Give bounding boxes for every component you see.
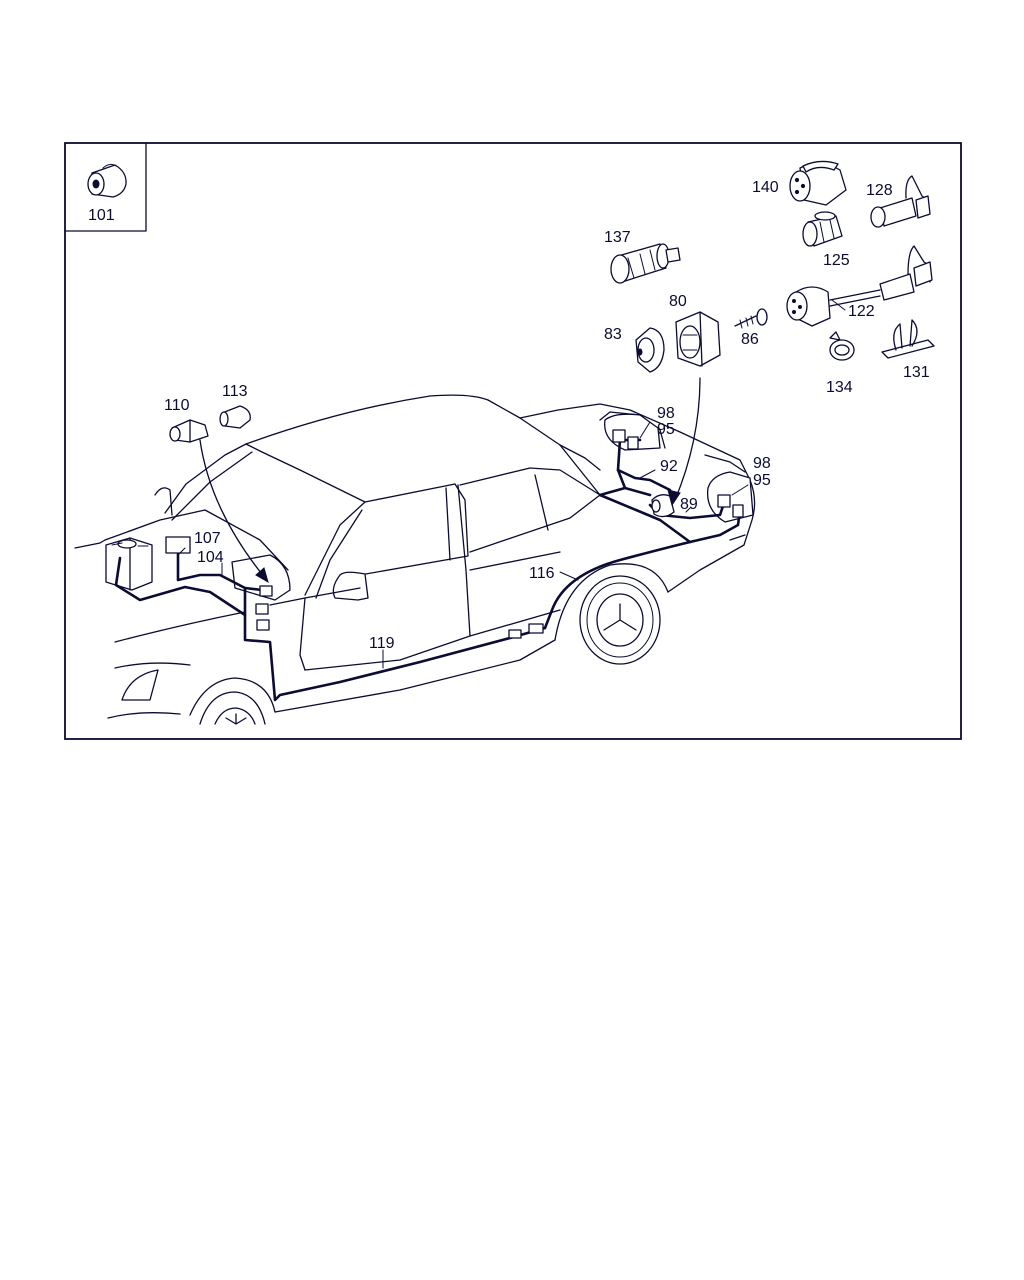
callout-119: 119 xyxy=(369,635,395,652)
part-101-grommet-icon xyxy=(87,163,127,198)
callout-137: 137 xyxy=(604,229,631,246)
harness-116 xyxy=(543,508,742,630)
part-140-plug-socket-icon xyxy=(789,160,847,206)
callout-92: 92 xyxy=(660,458,678,475)
callout-122: 122 xyxy=(848,303,875,320)
part-131-holder-icon xyxy=(881,319,935,359)
part-122-adapter-cable-icon xyxy=(786,245,933,327)
callout-83: 83 xyxy=(604,326,622,343)
callout-104: 104 xyxy=(197,549,224,566)
callout-110: 110 xyxy=(164,397,190,414)
part-83-mounting-plate-icon xyxy=(635,327,665,373)
callout-125: 125 xyxy=(823,252,850,269)
part-113-bulb-icon xyxy=(219,405,251,429)
part-137-cylinder-icon xyxy=(610,243,681,284)
part-128-adapter-icon xyxy=(870,175,931,228)
part-80-socket-housing-icon xyxy=(675,311,721,367)
arrows xyxy=(199,377,701,584)
callout-113: 113 xyxy=(222,383,248,400)
harness-119-main xyxy=(176,550,547,702)
callout-95-rear-left: 95 xyxy=(657,421,675,438)
callout-116: 116 xyxy=(529,565,555,582)
leader-lines xyxy=(177,299,846,669)
callout-140: 140 xyxy=(752,179,779,196)
callout-134: 134 xyxy=(826,379,853,396)
callout-98-rear-right: 98 xyxy=(753,455,771,472)
callout-89: 89 xyxy=(680,496,698,513)
callout-labels: 140 128 137 125 80 122 83 86 134 131 110… xyxy=(164,179,930,652)
loose-parts xyxy=(169,160,935,443)
callout-95-rear-right: 95 xyxy=(753,472,771,489)
callout-107: 107 xyxy=(194,530,221,547)
connector-107 xyxy=(165,536,191,554)
callout-131: 131 xyxy=(903,364,930,381)
callout-128: 128 xyxy=(866,182,893,199)
callout-86: 86 xyxy=(741,331,759,348)
part-110-lamp-socket-icon xyxy=(169,419,209,443)
callout-80: 80 xyxy=(669,293,687,310)
inset-label: 101 xyxy=(88,207,115,224)
callout-98-rear-left: 98 xyxy=(657,405,675,422)
part-125-plug-icon xyxy=(802,211,843,247)
diagram-frame xyxy=(64,142,962,740)
wiring-harness xyxy=(114,429,744,702)
inset-box-101: 101 xyxy=(64,142,147,232)
part-86-screw-icon xyxy=(734,308,768,329)
part-134-clamp-icon xyxy=(829,331,855,361)
